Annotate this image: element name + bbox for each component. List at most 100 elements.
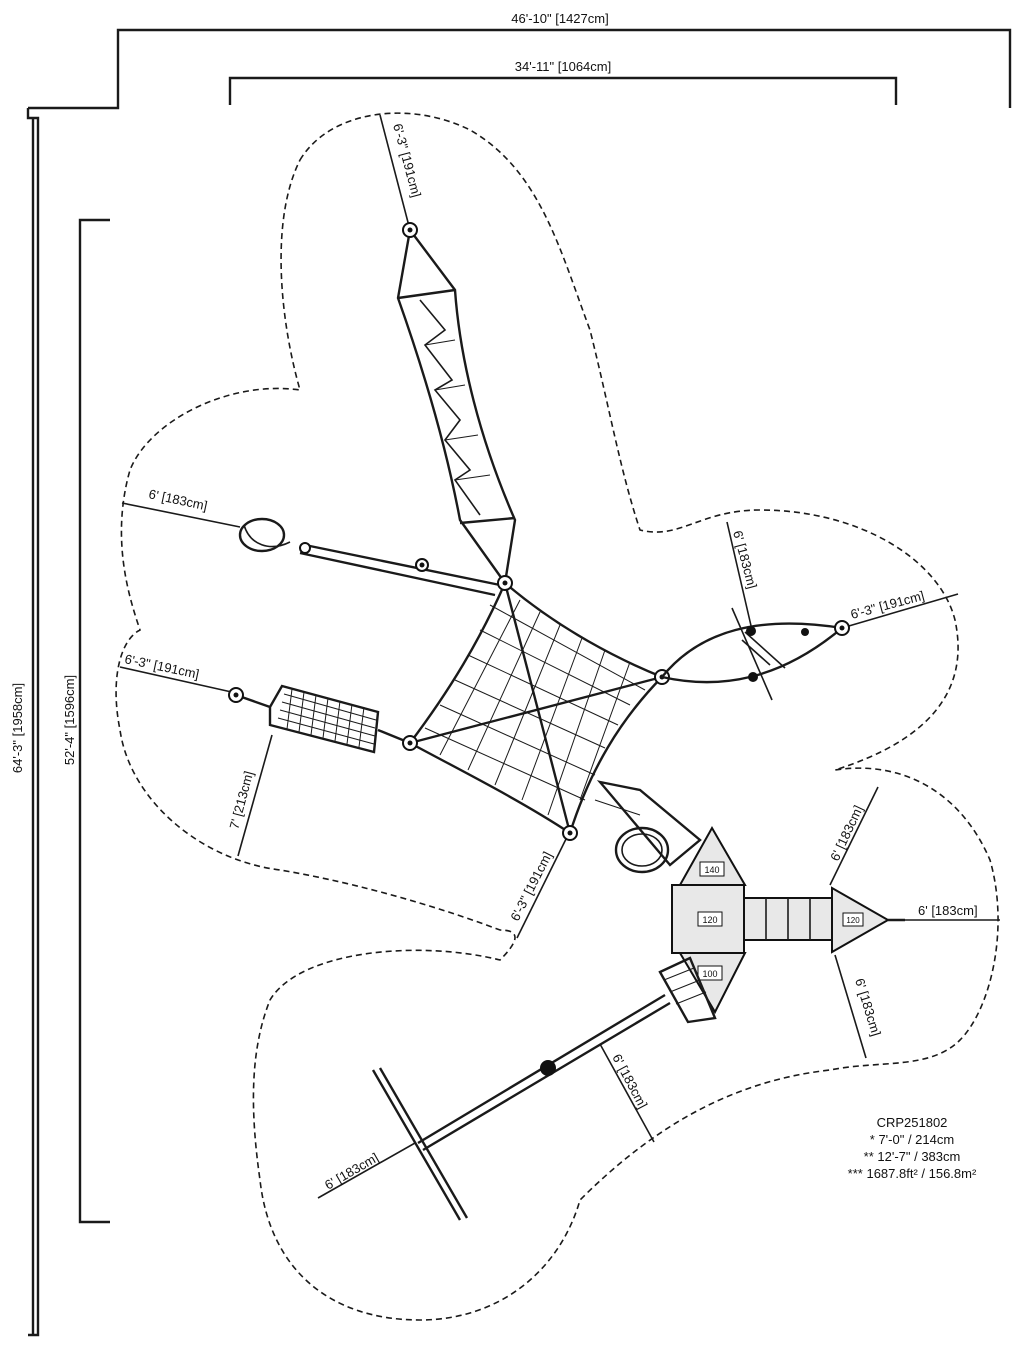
deck-label-box-2: [697, 911, 723, 927]
net-rung-4: [454, 474, 491, 481]
clearance-line-right-upper-a: [726, 521, 753, 631]
deck-stairs: [658, 956, 717, 1024]
clearance-line-right-mid-a: [829, 786, 879, 886]
mesh-b3: [494, 624, 561, 786]
central-climbing-net: [402, 575, 670, 841]
deck-label-4: 120: [846, 916, 860, 925]
clearance-label-right-mid-a: 6' [183cm]: [827, 803, 866, 863]
outer-height-label: 64'-3" [1958cm]: [10, 683, 25, 773]
deck-label-box-3: [697, 965, 723, 981]
ladder-row-2: [281, 701, 376, 729]
safety-zone-outline: [115, 112, 999, 1321]
ladder-row-3: [279, 709, 376, 737]
net-rung-3: [444, 434, 479, 441]
outer-width-label: 46'-10" [1427cm]: [511, 11, 608, 26]
spinner-mid-post-dot: [419, 562, 425, 568]
central-net-diagonal-1: [503, 582, 572, 834]
lower-track-ride: [371, 993, 671, 1221]
ladder-col-5: [334, 700, 341, 742]
mesh-a6: [424, 727, 586, 801]
boat-net-crossbar-1: [731, 607, 773, 701]
clearance-label-right-upper-b: 6'-3" [191cm]: [849, 588, 926, 622]
mesh-b6: [579, 661, 631, 801]
stair-1: [663, 967, 695, 981]
clearance-label-left-lower: 7' [213cm]: [226, 769, 256, 830]
spinner-arm-top-line: [304, 543, 501, 587]
deck-roof-bottom: [678, 952, 747, 1015]
note-line-1: * 7'-0" / 214cm: [870, 1132, 954, 1147]
net-zigzag: [419, 299, 481, 516]
mesh-a2: [479, 629, 631, 706]
central-net-anchor-bottom-dot: [567, 830, 573, 836]
deck-label-box-4: [842, 912, 864, 927]
upper-climbing-net: [396, 222, 517, 584]
net-right-edge: [409, 229, 517, 584]
net-rung-2: [434, 384, 466, 391]
spinner-seat: [238, 517, 286, 553]
left-rope-ladder: [228, 684, 411, 754]
boat-net-post-3: [801, 628, 809, 636]
track-rail-bottom: [422, 1001, 671, 1152]
note-line-2: ** 12'-7" / 383cm: [864, 1149, 961, 1164]
clearance-line-right-mid-c: [834, 954, 867, 1059]
net-anchor-top-dot: [407, 227, 413, 233]
central-net-anchor-left-dot: [407, 740, 413, 746]
clearance-label-center-bottom: 6'-3" [191cm]: [507, 849, 555, 923]
note-line-3: *** 1687.8ft² / 156.8m²: [848, 1166, 977, 1181]
central-net-anchor-top-dot: [502, 580, 508, 586]
stair-2: [669, 979, 701, 993]
mesh-a1: [489, 604, 646, 691]
clearance-dimensions: 6'-3" [191cm] 6' [183cm] 6'-3" [191cm] 7…: [119, 114, 1000, 1199]
mesh-a3: [467, 654, 619, 726]
deck-label-box-1: [699, 861, 725, 877]
track-end-bar-2: [378, 1067, 469, 1219]
mesh-a5: [439, 704, 596, 776]
clearance-line-bottom-a: [599, 1043, 655, 1143]
clearance-label-right-upper-a: 6' [183cm]: [730, 529, 760, 590]
tube-slide: [594, 780, 702, 874]
spinner-joint: [299, 542, 311, 554]
ladder-col-6: [346, 703, 353, 745]
net-rung-1: [424, 339, 456, 346]
clearance-line-top: [379, 114, 411, 231]
ladder-frame: [268, 684, 380, 754]
ladder-row-4: [277, 717, 375, 745]
mesh-b5: [547, 649, 606, 816]
boat-net-crossbar-3: [741, 639, 771, 666]
boat-net-anchor-dot: [839, 625, 845, 631]
clearance-label-bottom-a: 6' [183cm]: [609, 1051, 650, 1111]
tube-slide-seam: [594, 799, 641, 816]
clearance-line-bottom-b: [317, 1142, 416, 1199]
outer-width-dimension-line: [28, 28, 1012, 110]
right-boat-net: [659, 607, 850, 701]
deck-label-2: 120: [702, 915, 717, 925]
ladder-col-4: [322, 697, 329, 739]
boat-net-post-2: [748, 672, 758, 682]
boat-net-crossbar-2: [744, 631, 786, 669]
tube-slide-exit: [614, 826, 670, 874]
track-trolley: [540, 1060, 556, 1076]
spinner-arm-bottom-line: [299, 551, 496, 597]
model-number: CRP251802: [877, 1115, 948, 1130]
left-spinner-arm: [238, 517, 501, 597]
deck-label-1: 140: [704, 865, 719, 875]
ladder-anchor-dot: [233, 692, 239, 698]
mesh-b4: [521, 637, 583, 801]
mesh-b1: [439, 599, 521, 756]
deck-label-3: 100: [702, 969, 717, 979]
net-rung-bottom: [459, 516, 516, 525]
boat-net-post-1: [746, 626, 756, 636]
ladder-row-1: [283, 693, 377, 721]
stair-3: [675, 991, 707, 1005]
clearance-label-top: 6'-3" [191cm]: [390, 122, 424, 199]
clearance-line-left-lower: [237, 734, 273, 857]
ladder-col-2: [298, 691, 305, 733]
mesh-b2: [467, 611, 541, 771]
overall-dimensions: 46'-10" [1427cm] 34'-11" [1064cm] 64'-3"…: [10, 11, 1012, 1337]
ladder-col-1: [286, 688, 293, 730]
net-left-edge: [396, 229, 506, 584]
tube-slide-exit-inner: [621, 833, 663, 867]
outer-height-dimension-line: [26, 108, 40, 1337]
inner-width-dimension-line: [228, 76, 898, 105]
